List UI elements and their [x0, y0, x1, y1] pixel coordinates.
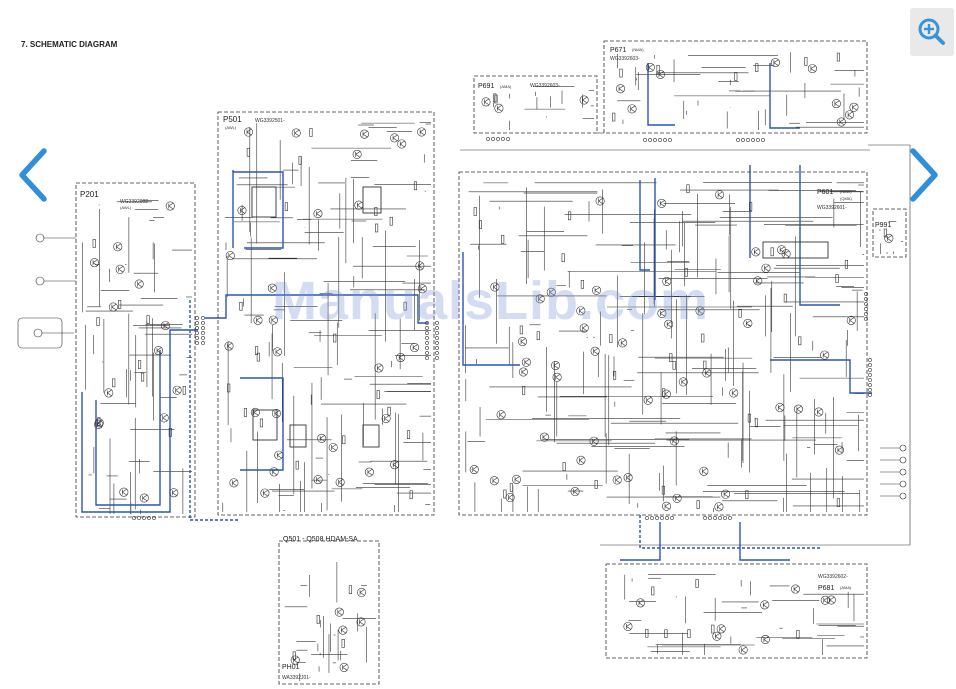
- chevron-right-icon: [910, 148, 938, 202]
- zoom-in-button[interactable]: [910, 8, 954, 56]
- board-p691-code: WG3392603-: [530, 83, 560, 89]
- board-p501-sub: (AWL): [225, 125, 237, 130]
- board-p501-code: WG3392501-: [255, 118, 285, 124]
- board-p501-frame: [217, 111, 435, 516]
- previous-page-button[interactable]: [12, 145, 52, 205]
- board-p671-label: P671: [610, 47, 626, 54]
- board-p991-frame: [872, 208, 907, 258]
- board-p691-sub: (AMA): [500, 84, 512, 89]
- board-p601-sub2: (QMA): [840, 196, 852, 201]
- board-p201-sub: (AWL): [120, 205, 132, 210]
- board-p671-code: WG3392603-: [610, 56, 640, 62]
- board-p601-label: P601: [817, 189, 833, 196]
- board-p681-label: P681: [818, 585, 834, 592]
- board-p671-frame: [603, 40, 868, 134]
- board-p681-frame: [605, 563, 868, 659]
- board-p681-sub: (AMA): [840, 585, 852, 590]
- board-p691-frame: [473, 75, 598, 134]
- board-p991-label: P991: [875, 222, 891, 229]
- board-p201-frame: [75, 182, 196, 518]
- board-p201-label: P201: [80, 190, 99, 199]
- board-p201-code: WG3392602-: [120, 199, 150, 205]
- next-page-button[interactable]: [905, 145, 945, 205]
- board-p601-frame: [458, 171, 868, 516]
- board-p601-sub: (NMA): [840, 189, 852, 194]
- board-p671-sub: (NMA): [632, 47, 644, 52]
- board-p691-label: P691: [478, 83, 494, 90]
- zoom-in-icon: [918, 18, 945, 45]
- board-ph01-header: Q501 - Q508 HDAM-SA: [283, 536, 358, 543]
- board-ph01-frame: [278, 540, 380, 685]
- board-p601-code: WG3392601-: [817, 205, 847, 211]
- board-p681-code: WG3392602-: [818, 574, 848, 580]
- board-ph01-code: WA3392J01-: [282, 675, 311, 681]
- chevron-left-icon: [19, 148, 47, 202]
- board-ph01-label: PH01: [282, 664, 300, 671]
- board-p501-label: P501: [223, 115, 242, 124]
- page-title: 7. SCHEMATIC DIAGRAM: [21, 40, 118, 49]
